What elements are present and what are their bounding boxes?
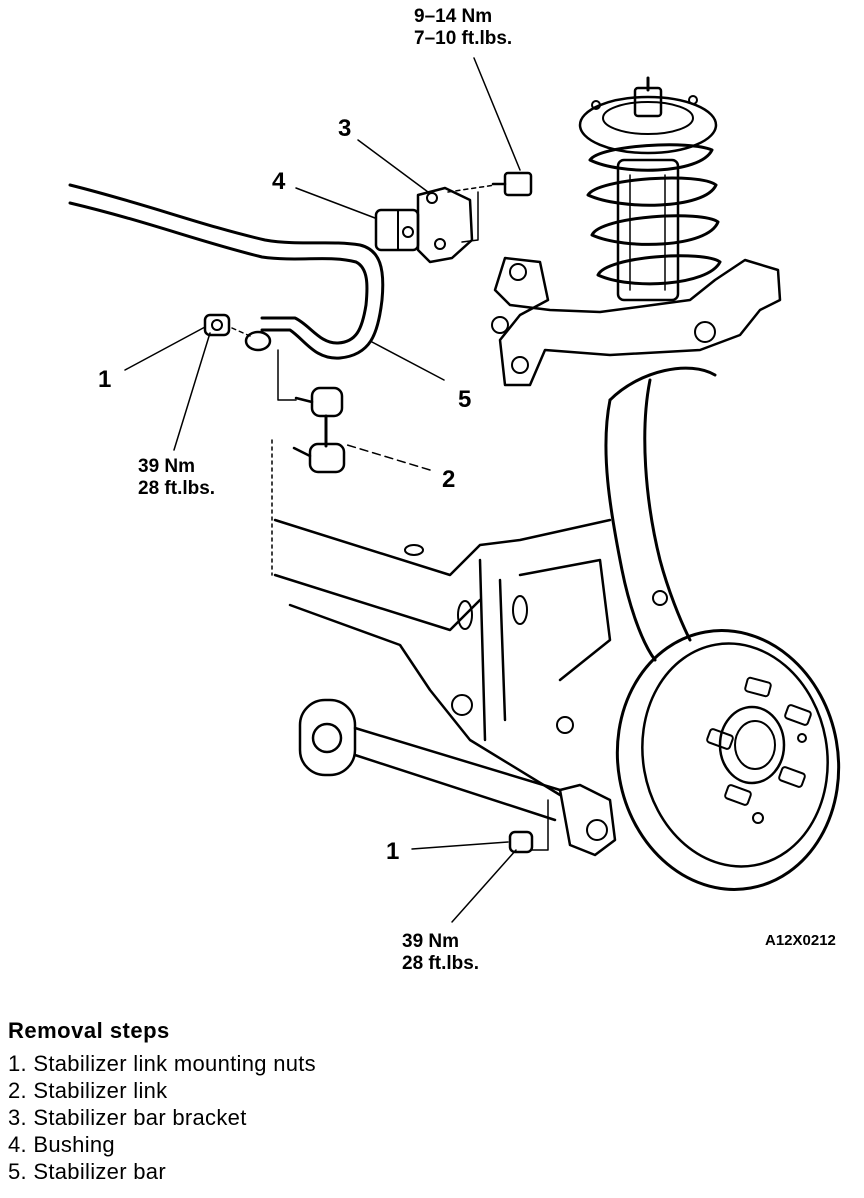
list-item: 3. Stabilizer bar bracket: [8, 1105, 247, 1130]
removal-steps-title: Removal steps: [8, 1018, 170, 1043]
figure-code: A12X0212: [765, 932, 836, 949]
list-item: 4. Bushing: [8, 1132, 115, 1157]
list-item: 5. Stabilizer bar: [8, 1159, 166, 1184]
bracket-bolt: [491, 171, 533, 197]
leader-lines: [124, 57, 521, 923]
link-nut-lower: [508, 783, 617, 857]
strut-assembly: [578, 76, 722, 302]
removal-steps-list: 1. Stabilizer link mounting nuts 2. Stab…: [8, 1050, 858, 1185]
removal-steps: Removal steps 1. Stabilizer link mountin…: [8, 1018, 858, 1185]
trailing-arm: [604, 366, 717, 662]
torque-link-upper-ftlbs: 28 ft.lbs.: [138, 478, 216, 499]
bushing: [374, 208, 420, 252]
list-item: 1. Stabilizer link mounting nuts: [8, 1051, 316, 1076]
brake-drum: [615, 629, 841, 891]
stabilizer-link: [271, 349, 346, 576]
stabilizer-bar-bracket: [416, 184, 496, 264]
list-item: 2. Stabilizer link: [8, 1078, 168, 1103]
rear-suspension-illustration: [68, 57, 841, 923]
callout-3: 3: [338, 115, 352, 142]
torque-link-upper-nm: 39 Nm: [138, 456, 196, 477]
callout-1-top: 1: [98, 366, 112, 393]
torque-link-lower-ftlbs: 28 ft.lbs.: [402, 953, 480, 974]
link-nut-upper: [203, 313, 251, 337]
torque-top-ftlbs: 7–10 ft.lbs.: [414, 28, 513, 49]
callout-2: 2: [442, 466, 456, 493]
upper-arm: [491, 256, 782, 387]
stabilizer-bar: [68, 183, 385, 360]
torque-link-lower-nm: 39 Nm: [402, 931, 460, 952]
callout-1-bottom: 1: [386, 838, 400, 865]
torque-top-nm: 9–14 Nm: [414, 6, 493, 27]
suspension-diagram: 9–14 Nm 7–10 ft.lbs. 3 4 1 5 2 39 Nm 28 …: [68, 6, 841, 974]
crossmember: [273, 518, 612, 797]
callout-4: 4: [272, 168, 286, 195]
lateral-rod: [298, 698, 562, 822]
callout-5: 5: [458, 386, 472, 413]
